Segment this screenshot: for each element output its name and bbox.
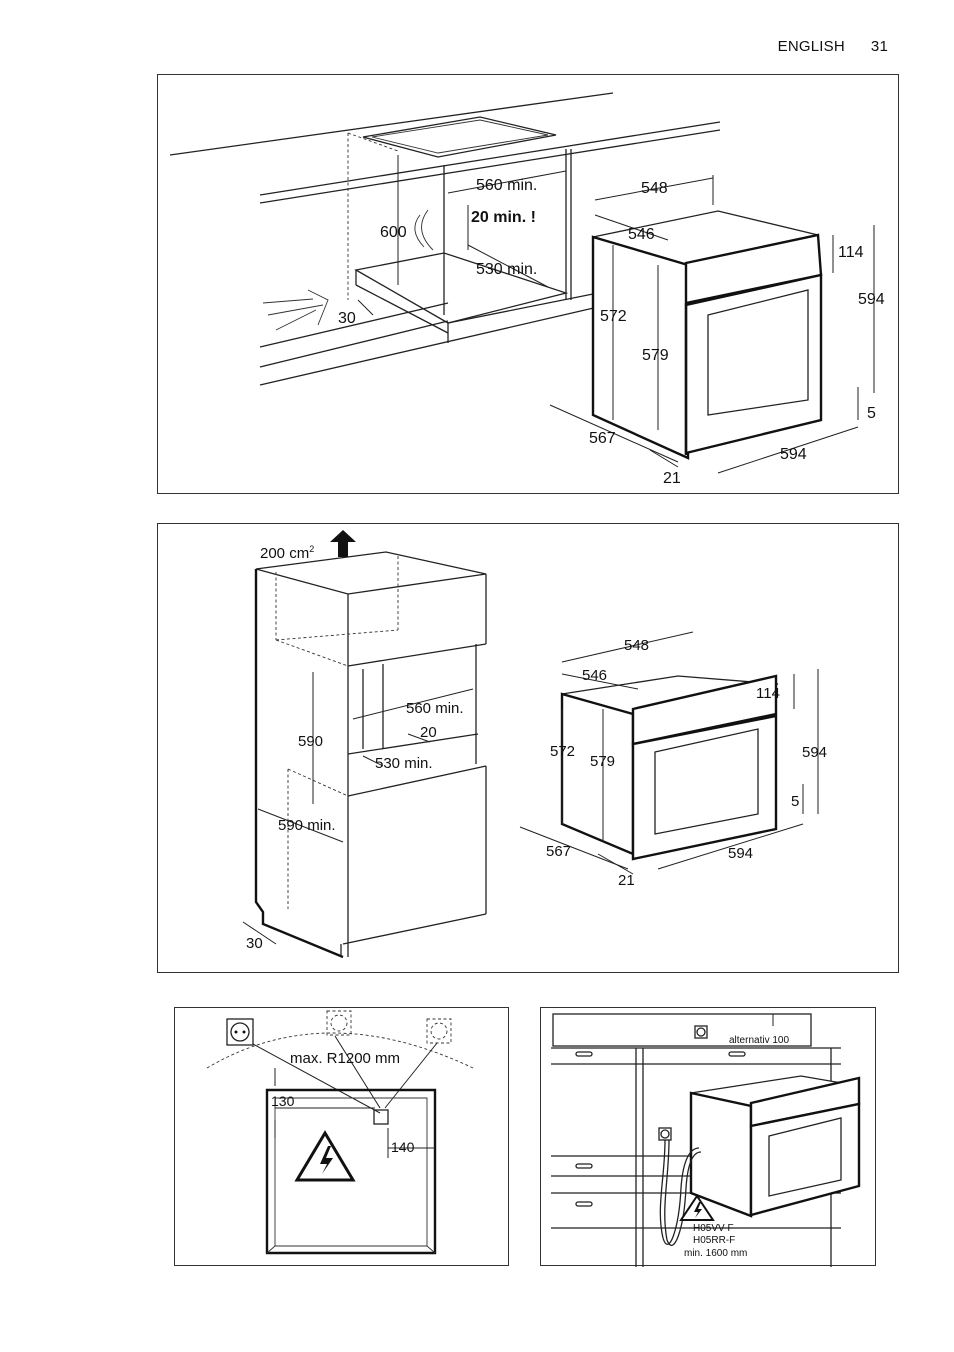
oven-2-body-height-label: 572 — [550, 743, 575, 760]
section-title: ENGLISH — [777, 38, 845, 55]
oven-2-door-thickness-label: 21 — [618, 872, 635, 889]
oven-side-depth-label: 567 — [589, 430, 616, 447]
oven-2-inner-depth-label: 546 — [582, 667, 607, 684]
vent-gap-label: 20 min. ! — [471, 209, 536, 226]
oven-dimension-lines — [549, 175, 875, 474]
oven-unit — [591, 210, 823, 460]
column-depth-min-label: 590 min. — [278, 817, 336, 834]
oven-body-height-label: 572 — [600, 308, 627, 325]
oven-2-dimension-lines — [519, 631, 819, 875]
oven-2-side-depth-label: 567 — [546, 843, 571, 860]
radius-label: max. R1200 mm — [290, 1050, 400, 1067]
front-gap-label: 30 — [338, 310, 356, 327]
oven-top-depth-label: 548 — [641, 180, 668, 197]
oven-door-thickness-label: 21 — [663, 470, 681, 487]
oven-2-door-height-label: 579 — [590, 753, 615, 770]
socket-top-dim-label: 130 — [271, 1093, 295, 1109]
cabinet-dimensions — [357, 155, 567, 316]
vent-area-label: 200 cm2 — [260, 544, 314, 562]
socket-icon — [226, 1018, 254, 1046]
socket-icon-top — [694, 1025, 708, 1039]
oven-total-height-label: 594 — [858, 291, 885, 308]
oven-2-panel-height-label: 114 — [756, 685, 780, 702]
oven-2-top-depth-label: 548 — [624, 637, 649, 654]
socket-icon-cable — [658, 1127, 672, 1141]
cable-length-label: min. 1600 mm — [684, 1248, 747, 1259]
oven-panel-height-label: 114 — [838, 244, 864, 261]
cable-type-2-label: H05RR-F — [693, 1235, 735, 1246]
figure-1-drawing: 600 560 min. 20 min. ! 530 min. 30 — [169, 92, 885, 487]
figure-2-installation-column: 200 cm2 590 560 min. 20 530 min. 590 min… — [157, 523, 899, 973]
oven-unit-3 — [689, 1075, 861, 1218]
oven-2-total-height-label: 594 — [802, 744, 827, 761]
oven-2-foot-height-label: 5 — [791, 793, 799, 810]
cabinet-width-label: 560 min. — [476, 177, 537, 194]
column-front-gap-label: 30 — [246, 935, 263, 952]
high-voltage-warning-icon — [679, 1194, 715, 1221]
figure-2-drawing: 200 cm2 590 560 min. 20 530 min. 590 min… — [242, 530, 827, 959]
column-height-label: 590 — [298, 733, 323, 750]
cabinet-height-label: 600 — [380, 224, 407, 241]
kitchen-cabinet — [169, 92, 721, 386]
oven-front-width-label: 594 — [780, 446, 807, 463]
oven-inner-depth-label: 546 — [628, 226, 655, 243]
figure-3-socket-position: max. R1200 mm 130 140 — [174, 1007, 509, 1266]
column-cabinet — [254, 551, 487, 959]
vent-arrow-icon — [330, 530, 356, 557]
alternative-height-label: alternativ 100 — [729, 1035, 789, 1046]
oven-unit-2 — [560, 674, 779, 861]
figure-1-installation-under-counter: 600 560 min. 20 min. ! 530 min. 30 — [157, 74, 899, 494]
figure-3-drawing: max. R1200 mm 130 140 — [206, 1010, 474, 1255]
figure-4-electrical-connection: alternativ 100 H05VV-F H05RR-F min. 1600… — [540, 1007, 876, 1267]
socket-side-dim-label: 140 — [391, 1139, 415, 1155]
column-depth-label: 530 min. — [375, 755, 433, 772]
column-width-label: 560 min. — [406, 700, 464, 717]
column-gap-label: 20 — [420, 724, 437, 741]
oven-foot-height-label: 5 — [867, 405, 876, 422]
high-voltage-warning-icon — [294, 1130, 356, 1182]
column-dimension-lines — [242, 672, 474, 945]
cabinet-depth-label: 530 min. — [476, 261, 537, 278]
cable-type-1-label: H05VV-F — [693, 1223, 734, 1234]
oven-2-front-width-label: 594 — [728, 845, 753, 862]
oven-door-height-label: 579 — [642, 347, 669, 364]
page-number: 31 — [870, 38, 888, 55]
figure-4-drawing: alternativ 100 H05VV-F H05RR-F min. 1600… — [551, 1013, 861, 1267]
socket-alternative-icon — [326, 1010, 452, 1044]
page-header: ENGLISH 31 — [778, 38, 888, 55]
